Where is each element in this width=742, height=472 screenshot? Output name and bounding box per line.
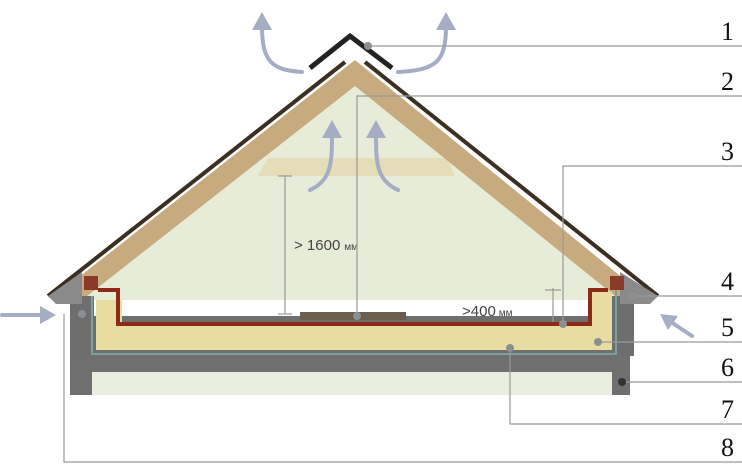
insulation-layer: [96, 292, 612, 350]
rafter-right: [355, 60, 640, 300]
leader-dot-5: [594, 338, 602, 346]
callout-2: 2: [721, 67, 734, 96]
wall-plate-left: [84, 276, 98, 290]
callout-6: 6: [721, 353, 734, 382]
leader-dot-2: [353, 312, 361, 320]
eave-left: [48, 272, 82, 304]
arrowhead-in-left: [40, 306, 56, 324]
rafter-left: [60, 60, 355, 300]
arrowhead-out-right: [436, 12, 456, 30]
leader-dots: [78, 42, 636, 386]
leader-lines: [63, 45, 742, 463]
leader-dot-8: [78, 310, 86, 318]
callout-5: 5: [721, 313, 734, 342]
airflow-arrowheads: [40, 12, 678, 330]
arrowhead-up-right: [366, 120, 386, 138]
airflow-up-left-arrow: [308, 130, 334, 192]
leader-2: [356, 95, 742, 316]
callout-8: 8: [721, 433, 734, 462]
callout-4: 4: [721, 267, 734, 296]
vapor-barrier: [91, 290, 617, 355]
attic-space: [60, 62, 640, 300]
wall-left: [70, 296, 94, 356]
leader-dot-6: [618, 378, 626, 386]
leader-8: [63, 314, 742, 463]
wind-membrane: [98, 288, 608, 326]
airflow-arrows: [0, 24, 694, 338]
callout-1: 1: [721, 17, 734, 46]
leader-dot-4: [628, 292, 636, 300]
leader-7: [509, 348, 742, 425]
arrowhead-in-right: [660, 314, 678, 330]
roof-covering-left: [46, 60, 347, 298]
airflow-up-right-arrow: [374, 130, 400, 192]
eave-right: [620, 272, 658, 304]
leader-dot-7: [506, 344, 514, 352]
airflow-out-right-arrow: [396, 24, 448, 74]
leader-3: [562, 165, 742, 324]
callout-7: 7: [721, 395, 734, 424]
airflow-out-left-arrow: [260, 24, 304, 74]
leader-dot-1: [364, 42, 372, 50]
slab-underside: [92, 372, 612, 395]
arrowhead-up-left: [322, 120, 342, 138]
callout-3: 3: [721, 137, 734, 166]
wall-right: [610, 296, 634, 356]
leader-dot-3: [559, 320, 567, 328]
arrowhead-out-left: [252, 12, 272, 30]
ridge-vent-cap: [308, 32, 394, 70]
wall-plate-right: [610, 276, 624, 290]
roof-covering-right: [363, 60, 660, 298]
